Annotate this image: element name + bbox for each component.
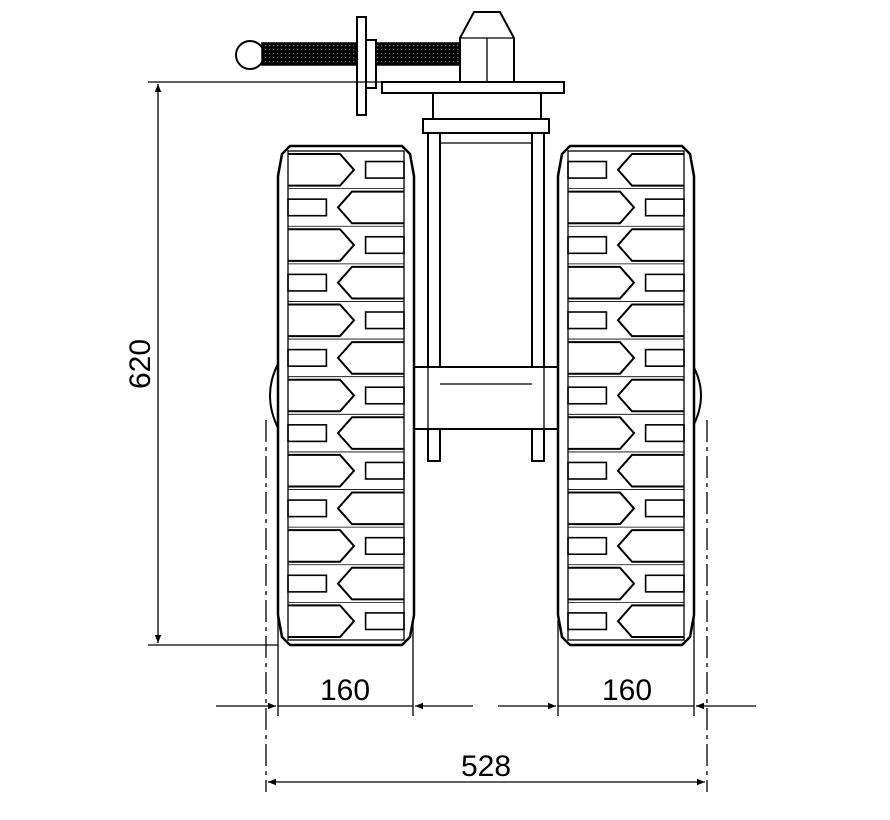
tread-lug (336, 566, 404, 601)
tread-shoulder-block (567, 612, 608, 631)
tread-shoulder-block (287, 499, 328, 518)
tread-lug (288, 529, 356, 563)
tread-shoulder-block (364, 461, 405, 480)
tread-lug (336, 341, 404, 375)
tread-shoulder-block (364, 311, 405, 330)
tread-shoulder-block (567, 160, 608, 179)
tread-shoulder-block (364, 536, 405, 556)
left-wheel (276, 144, 416, 647)
central-frame (409, 92, 567, 462)
tread-lug (568, 491, 636, 526)
tread-shoulder-block (567, 311, 608, 330)
tread-lug (616, 604, 684, 638)
tread-lug (568, 341, 636, 375)
tread-lug (288, 378, 356, 413)
tread-lug (288, 604, 356, 638)
tread-lug (288, 228, 356, 262)
tread-shoulder-block (287, 348, 328, 367)
tread-shoulder-block (287, 273, 328, 292)
tread-shoulder-block (364, 235, 405, 255)
screw-collar (365, 39, 377, 89)
tread-lug (568, 416, 636, 450)
tread-lug (616, 303, 684, 338)
tread-lug (616, 153, 684, 187)
tread-shoulder-block (364, 612, 405, 631)
tread-shoulder-block (644, 273, 685, 292)
height-dimension: 620 (124, 81, 382, 646)
right-wheel (556, 144, 696, 647)
tread-shoulder-block (644, 348, 685, 367)
tread-shoulder-block (644, 198, 685, 217)
tread-shoulder-block (287, 424, 328, 443)
tread-shoulder-block (567, 461, 608, 480)
tread-lug (336, 190, 404, 225)
height-dimension-label: 620 (124, 339, 157, 389)
tread-lug (336, 491, 404, 526)
tread-shoulder-block (364, 160, 405, 179)
tread-shoulder-block (287, 198, 328, 217)
tread-lug (288, 453, 356, 488)
tread-shoulder-block (567, 536, 608, 556)
overall-width-dimension: 528 (265, 420, 708, 792)
right-wheel-width-label: 160 (602, 674, 652, 707)
tread-lug (568, 190, 636, 225)
handle-ball-knob (235, 40, 265, 70)
tread-lug (616, 228, 684, 262)
top-plate (381, 81, 565, 94)
tyre-outline (276, 144, 416, 647)
tread-lug (288, 153, 356, 187)
tread-shoulder-block (567, 235, 608, 255)
overall-width-label: 528 (461, 750, 511, 783)
tread-lug (616, 529, 684, 563)
tread-lug (336, 265, 404, 300)
tread-lug (568, 566, 636, 601)
tread-lug (616, 378, 684, 413)
tread-shoulder-block (644, 574, 685, 593)
tread-shoulder-block (567, 386, 608, 405)
screw-flange-plate (356, 16, 367, 116)
tread-shoulder-block (644, 499, 685, 518)
tread-lug (568, 265, 636, 300)
wheel-width-dimensions: 160 160 (216, 420, 756, 716)
tow-handle-assembly (235, 11, 565, 116)
tread-shoulder-block (287, 574, 328, 593)
frame-cap-block (432, 92, 542, 120)
tread-lug (336, 416, 404, 450)
left-wheel-width-label: 160 (320, 674, 370, 707)
tread-lug (288, 303, 356, 338)
tread-lug (616, 453, 684, 488)
tyre-outline (556, 144, 696, 647)
tread-shoulder-block (364, 386, 405, 405)
frame-crossbar (422, 118, 550, 134)
tread-shoulder-block (644, 424, 685, 443)
axle-housing (409, 366, 567, 430)
